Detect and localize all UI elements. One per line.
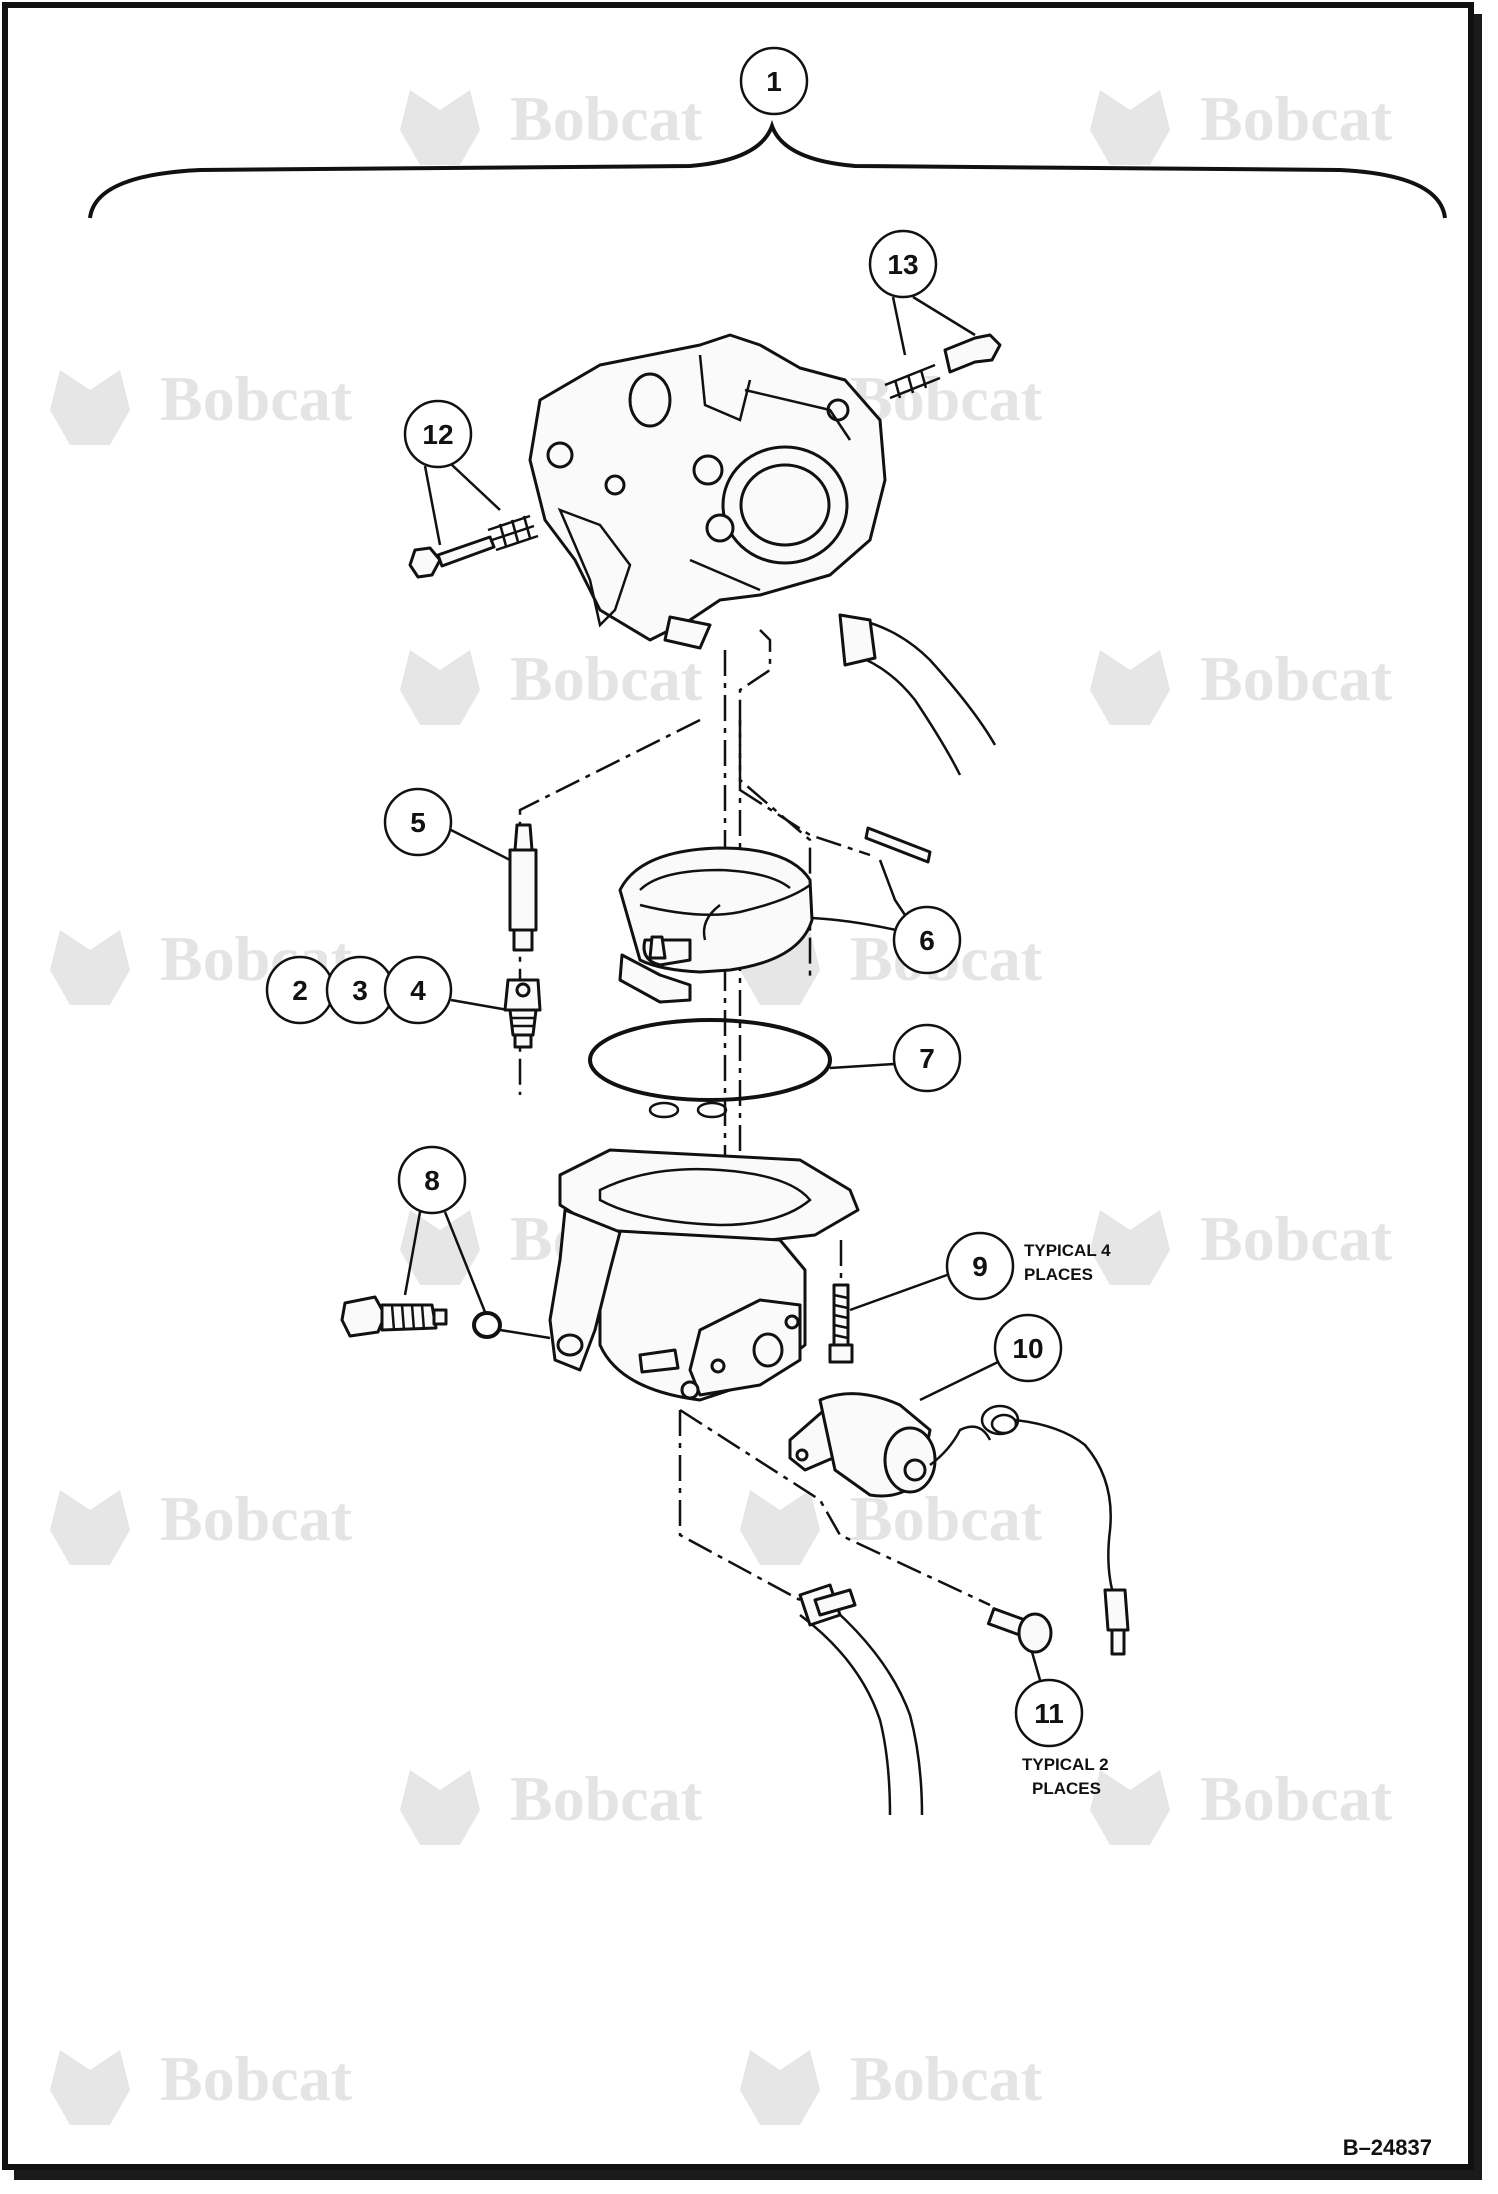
watermark-logo-icon bbox=[400, 1210, 480, 1285]
watermark-text: Bobcat bbox=[510, 1763, 703, 1834]
leader-13 bbox=[891, 295, 976, 356]
watermark-text: Bobcat bbox=[850, 363, 1043, 434]
callout-12-bubble bbox=[403, 399, 473, 469]
watermark-logo-icon bbox=[400, 650, 480, 725]
leader-9 bbox=[849, 1273, 948, 1312]
watermark-text: Bobcat bbox=[510, 643, 703, 714]
callout-10-label: 10 bbox=[1012, 1333, 1043, 1364]
watermark-logo-icon bbox=[1090, 1210, 1170, 1285]
leader-5 bbox=[450, 828, 511, 862]
leader-6 bbox=[811, 859, 907, 932]
main-nozzle bbox=[508, 823, 538, 952]
idle-mixture-screw bbox=[408, 514, 539, 579]
callout-7-label: 7 bbox=[919, 1043, 935, 1074]
centerline-jet bbox=[518, 718, 701, 1095]
float bbox=[618, 846, 814, 1004]
fuel-hose-lower bbox=[798, 1583, 924, 1816]
callout-5-bubble bbox=[383, 787, 453, 857]
callout-1-bubble bbox=[739, 46, 809, 116]
watermark-text: Bobcat bbox=[1200, 1203, 1393, 1274]
callout-13-label: 13 bbox=[887, 249, 918, 280]
note-item-11-line2: PLACES bbox=[1032, 1779, 1101, 1798]
watermark-logo-icon bbox=[50, 930, 130, 1005]
centerline-solenoid bbox=[679, 1408, 991, 1607]
watermark-logo-icon bbox=[50, 1490, 130, 1565]
leader-11 bbox=[1030, 1651, 1042, 1681]
callout-6-bubble bbox=[892, 905, 962, 975]
centerline-bowl-drain bbox=[678, 1410, 801, 1602]
watermark-text: Bobcat bbox=[160, 2043, 353, 2114]
callout-11-bubble bbox=[1014, 1678, 1084, 1748]
callout-5-label: 5 bbox=[410, 807, 426, 838]
watermark-text: Bobcat bbox=[160, 1483, 353, 1554]
leader-7 bbox=[829, 1062, 895, 1070]
note-item-11-line1: TYPICAL 2 bbox=[1022, 1755, 1109, 1774]
drain-screw bbox=[340, 1295, 551, 1340]
bowl-screw bbox=[828, 1240, 854, 1364]
watermark-logo-icon bbox=[50, 2050, 130, 2125]
watermark-text: Bobcat bbox=[1200, 83, 1393, 154]
fuel-hose-upper bbox=[838, 613, 997, 776]
callout-11-label: 11 bbox=[1034, 1698, 1064, 1729]
watermark-logo-icon bbox=[400, 1770, 480, 1845]
assembly-brace bbox=[88, 120, 1447, 219]
solenoid-screw bbox=[986, 1607, 1053, 1654]
centerline-pin bbox=[739, 788, 871, 857]
leader-12 bbox=[423, 464, 501, 546]
note-item-9-line1: TYPICAL 4 bbox=[1024, 1241, 1111, 1260]
watermark-text: Bobcat bbox=[160, 363, 353, 434]
watermark-text: Bobcat bbox=[1200, 1763, 1393, 1834]
callout-12-label: 12 bbox=[422, 419, 453, 450]
throttle-stop-screw bbox=[884, 333, 1002, 400]
float-bowl bbox=[548, 1148, 860, 1402]
callout-13-bubble bbox=[868, 229, 938, 299]
watermark-logo-icon bbox=[1090, 1770, 1170, 1845]
fuel-solenoid bbox=[788, 1392, 1130, 1656]
bowl-gasket bbox=[588, 1018, 832, 1102]
leader-4 bbox=[450, 998, 509, 1012]
small-o-rings bbox=[648, 1101, 728, 1119]
callout-1-label: 1 bbox=[766, 66, 782, 97]
callout-3-label: 3 bbox=[352, 975, 368, 1006]
note-item-9-line2: PLACES bbox=[1024, 1265, 1093, 1284]
callout-8-label: 8 bbox=[424, 1165, 440, 1196]
callout-9-bubble bbox=[945, 1231, 1015, 1301]
watermark-logo-icon bbox=[1090, 650, 1170, 725]
float-pin bbox=[864, 826, 932, 864]
watermark-text: Bobcat bbox=[850, 2043, 1043, 2114]
callout-7-bubble bbox=[892, 1023, 962, 1093]
centerline-float-pin bbox=[738, 629, 812, 980]
main-jet bbox=[503, 978, 542, 1049]
watermark-logo-icon bbox=[400, 90, 480, 165]
watermark-logo-icon bbox=[740, 2050, 820, 2125]
callout-9-label: 9 bbox=[972, 1251, 988, 1282]
callout-6-label: 6 bbox=[919, 925, 935, 956]
watermark-logo-icon bbox=[740, 1490, 820, 1565]
carburetor-upper-body bbox=[528, 333, 887, 650]
callout-8-bubble bbox=[397, 1145, 467, 1215]
leader-8 bbox=[403, 1211, 487, 1313]
callout-2-label: 2 bbox=[292, 975, 308, 1006]
watermark-logo-icon bbox=[50, 370, 130, 445]
callout-4-label: 4 bbox=[410, 975, 426, 1006]
watermark-logo-icon bbox=[1090, 90, 1170, 165]
watermark-text: Bobcat bbox=[510, 83, 703, 154]
callout-4-bubble bbox=[383, 955, 453, 1025]
callout-10-bubble bbox=[993, 1313, 1063, 1383]
frame-border bbox=[2, 2, 1474, 2170]
drawing-reference-number: B–24837 bbox=[1343, 2135, 1432, 2160]
leader-10 bbox=[919, 1360, 999, 1402]
watermark-text: Bobcat bbox=[1200, 643, 1393, 714]
